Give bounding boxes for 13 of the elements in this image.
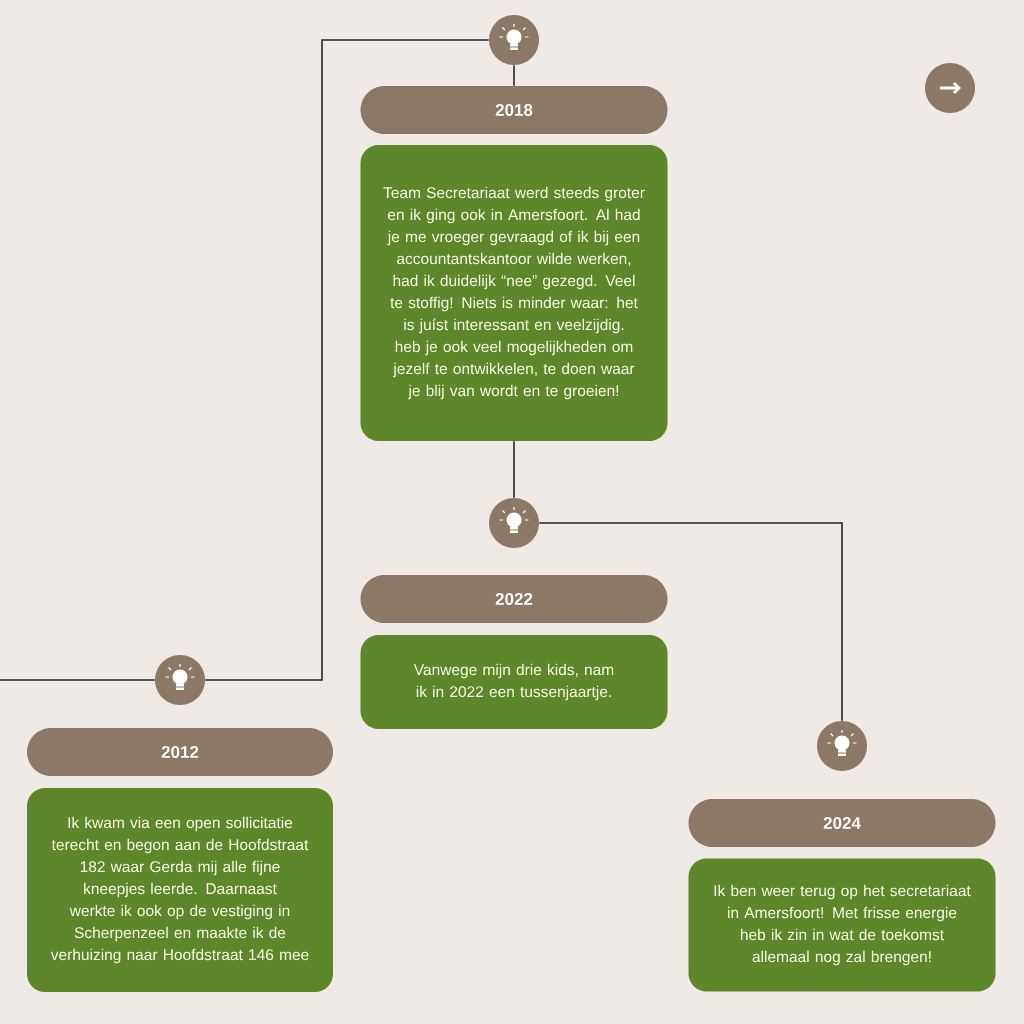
- text-card: Team Secretariaat werd steeds groter en ik ging ook in Amersfoort. Al had je me vroeger gevraagd of ik bij een accountantskantoor wilde werken, had ik duidelijk “nee” gezegd. Veel te stoffig! Niets is minder waar: het is juíst interessant en veelzijdig. heb je ook veel mogelijkheden om jezelf te ontwikkelen, te doen waar je blij van wordt en te groeien!: [360, 145, 668, 441]
- connector-line: [0, 679, 156, 681]
- text-card: Vanwege mijn drie kids, nam ik in 2022 een tussenjaartje.: [360, 635, 668, 729]
- connector-line: [513, 64, 515, 87]
- connector-line: [513, 440, 515, 499]
- year-bar: 2018: [360, 86, 668, 134]
- text-card: Ik kwam via een open sollicitatie terecht en begon aan de Hoofdstraat 182 waar Gerda mij alle fijne kneepjes leerde. Daarnaast werkte ik ook op de vestiging in Scherpenzeel en maakte ik de verhuizing naar Hoofdstraat 146 mee: [27, 788, 333, 992]
- connector-line: [204, 39, 490, 681]
- year-bar: 2024: [688, 799, 996, 847]
- year-bar: 2022: [360, 575, 668, 623]
- year-bar: 2012: [27, 728, 333, 776]
- text-card: Ik ben weer terug op het secretariaat in Amersfoort! Met frisse energie heb ik zin in wat de toekomst allemaal nog zal brengen!: [688, 858, 996, 992]
- connector-line: [538, 522, 843, 722]
